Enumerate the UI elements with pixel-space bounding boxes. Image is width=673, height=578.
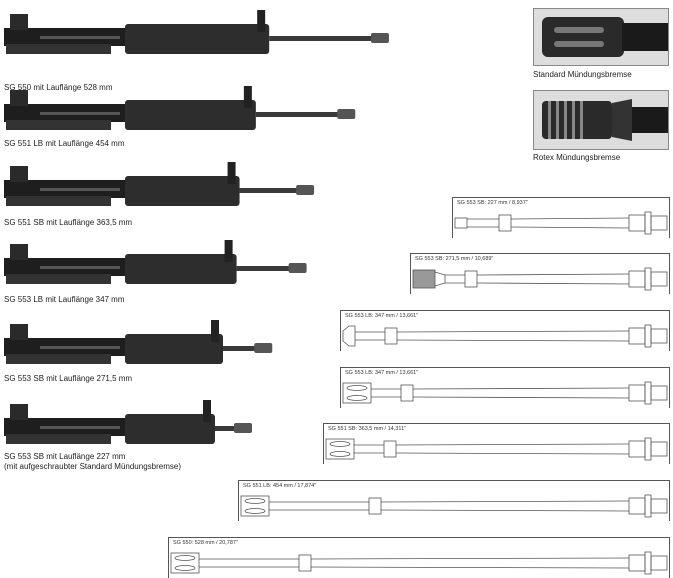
barrel-outline-icon (170, 551, 668, 575)
rifle-image (0, 0, 430, 80)
rifle-silhouette-icon (4, 162, 315, 206)
barrel-drawing: SG 551 SB: 363,5 mm / 14,311" (323, 423, 670, 464)
barrel-drawing: SG 551 LB: 454 mm / 17,874" (238, 480, 670, 521)
rifle-caption: SG 551 LB mit Lauflänge 454 mm (4, 139, 125, 149)
rifle-image (0, 390, 430, 470)
barrel-label: SG 551 SB: 363,5 mm / 14,311" (328, 426, 406, 432)
barrel-label: SG 551 LB: 454 mm / 17,874" (243, 483, 317, 489)
rifle-caption-text: SG 551 SB mit Lauflänge 363,5 mm (4, 218, 133, 227)
barrel-outline-icon (240, 494, 668, 518)
barrel-outline-icon (412, 267, 668, 291)
rifle-caption: SG 553 SB mit Lauflänge 271,5 mm (4, 374, 132, 384)
barrel-outline-icon (342, 324, 668, 348)
barrel-drawing: SG 553 LB: 347 mm / 13,661" (340, 367, 670, 408)
barrel-drawing: SG 553 LB: 347 mm / 13,661" (340, 310, 670, 351)
rifle-caption: SG 551 SB mit Lauflänge 363,5 mm (4, 218, 132, 228)
rifle-caption-text: SG 553 LB mit Lauflänge 347 mm (4, 295, 125, 304)
rifle-silhouette-icon (4, 400, 252, 444)
rifle-caption-text: SG 553 SB mit Lauflänge 271,5 mm (4, 374, 133, 383)
barrel-label: SG 550: 528 mm / 20,787" (173, 540, 238, 546)
rotex-muzzle-brake-icon (534, 91, 668, 149)
barrel-label: SG 553 LB: 347 mm / 13,661" (345, 313, 419, 319)
barrel-outline-icon (342, 381, 668, 405)
rifle-silhouette-icon (4, 320, 273, 364)
rifle-caption-text: SG 551 LB mit Lauflänge 454 mm (4, 139, 125, 148)
rifle-caption: SG 553 SB mit Lauflänge 227 mm(mit aufge… (4, 452, 181, 472)
rifle-silhouette-icon (4, 10, 389, 54)
barrel-drawing: SG 550: 528 mm / 20,787" (168, 537, 670, 578)
rifle-caption-text: SG 553 SB mit Lauflänge 227 mm (4, 452, 126, 461)
rifle-silhouette-icon (4, 86, 356, 130)
rifle-caption-text: SG 550 mit Lauflänge 528 mm (4, 83, 113, 92)
barrel-label: SG 553 SB: 227 mm / 8,937" (457, 200, 528, 206)
barrel-drawing: SG 553 SB: 227 mm / 8,937" (452, 197, 670, 238)
barrel-outline-icon (325, 437, 668, 461)
standard-muzzle-brake-image (533, 8, 669, 66)
barrel-outline-icon (454, 211, 668, 235)
barrel-label: SG 553 LB: 347 mm / 13,661" (345, 370, 419, 376)
standard-muzzle-brake-icon (534, 9, 668, 65)
rifle-image (0, 76, 430, 156)
rotex-brake-caption: Rotex Mündungsbremse (533, 153, 621, 162)
rifle-caption-note: (mit aufgeschraubter Standard Mündungsbr… (4, 462, 181, 471)
rifle-caption: SG 550 mit Lauflänge 528 mm (4, 83, 113, 93)
rifle-image (0, 230, 430, 310)
barrel-drawing: SG 553 SB: 271,5 mm / 10,689" (410, 253, 670, 294)
standard-brake-caption: Standard Mündungsbremse (533, 70, 632, 79)
rifle-silhouette-icon (4, 240, 307, 284)
barrel-label: SG 553 SB: 271,5 mm / 10,689" (415, 256, 494, 262)
rotex-muzzle-brake-image (533, 90, 669, 150)
rifle-caption: SG 553 LB mit Lauflänge 347 mm (4, 295, 125, 305)
rifle-image (0, 310, 430, 390)
rifle-image (0, 152, 430, 232)
